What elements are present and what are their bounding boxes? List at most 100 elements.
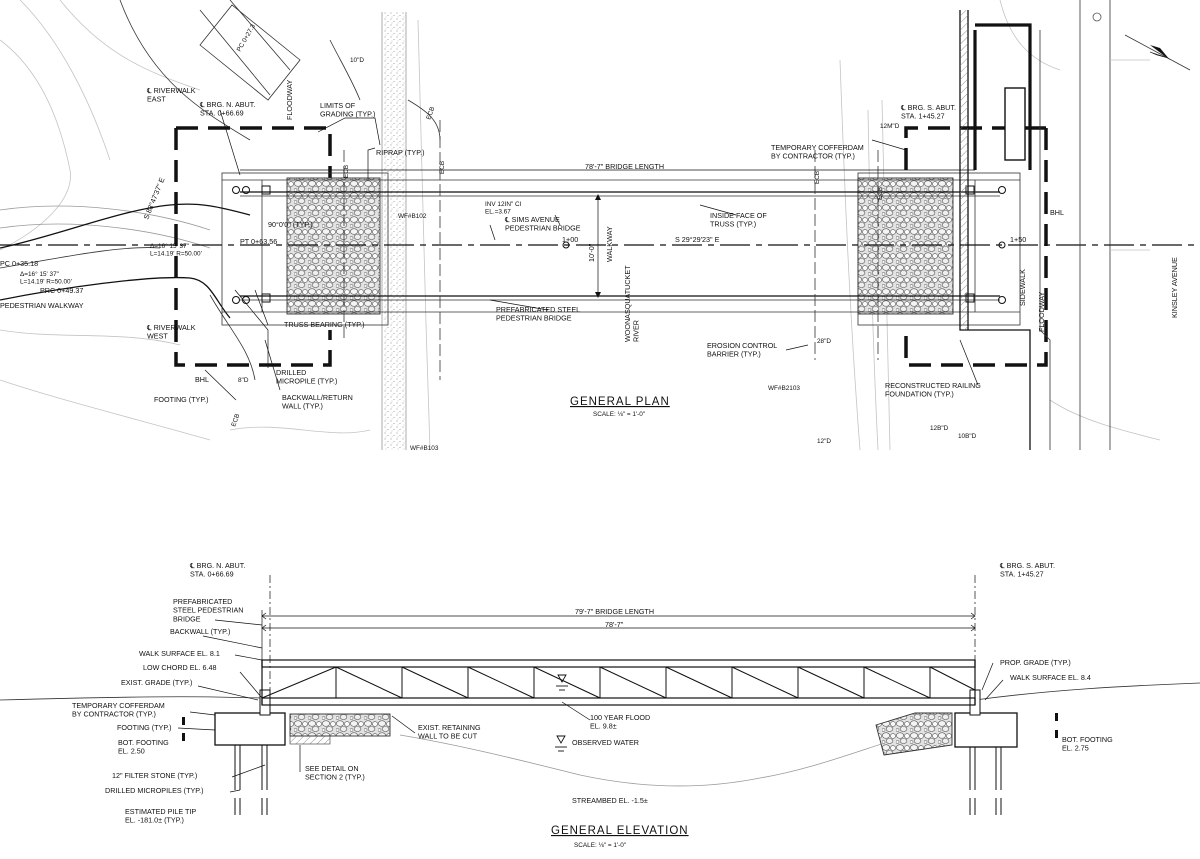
label-floodway-south: FLOODWAY [1037, 291, 1046, 332]
north-riprap-elev [289, 713, 391, 737]
label-s-abut-elev: ℄ BRG. S. ABUT.STA. 1+45.27 [999, 561, 1055, 579]
north-abutment-limits [174, 126, 332, 367]
general-elevation: ℄ BRG. N. ABUT.STA. 0+66.69 ℄ BRG. S. AB… [0, 561, 1200, 849]
label-d12m: 12M"D [880, 123, 900, 130]
label-d12: 12"D [817, 438, 831, 445]
label-n-abut-elev: ℄ BRG. N. ABUT.STA. 0+66.69 [189, 561, 245, 579]
existing-grade [0, 682, 1200, 701]
label-sidewalk: SIDEWALK [1018, 269, 1027, 306]
label-d8: 8"D [238, 377, 249, 384]
label-kinsley: KINSLEY AVENUE [1170, 257, 1179, 318]
label-ecb-1: ECB [343, 165, 350, 178]
label-walk-s: WALK SURFACE EL. 8.4 [1010, 673, 1091, 682]
south-riprap-elev [875, 712, 953, 756]
label-walkway-width: 10'-0" [587, 243, 596, 262]
label-footing-elev: FOOTING (TYP.) [117, 723, 172, 732]
label-low-chord: LOW CHORD EL. 6.48 [143, 663, 217, 672]
label-prc: PRC 0+49.37 [40, 286, 83, 295]
label-station-150: 1+50 [1010, 235, 1026, 244]
label-streambed: STREAMBED EL. -1.5± [572, 796, 648, 805]
label-ecb-6: ECB [230, 413, 241, 428]
label-pc: PC 0+35.18 [0, 259, 38, 268]
erosion-control-lines [329, 39, 879, 380]
label-footing-plan: FOOTING (TYP.) [154, 395, 209, 404]
label-s-abut-plan: ℄ BRG. S. ABUT.STA. 1+45.27 [900, 103, 956, 121]
label-angle: 90°0'0" (TYP.) [268, 220, 313, 229]
label-bhl-2: BHL [1050, 208, 1064, 217]
label-walk-n: WALK SURFACE EL. 8.1 [139, 649, 220, 658]
label-ecb-2: ECB [439, 161, 446, 174]
label-prop-grade: PROP. GRADE (TYP.) [1000, 658, 1071, 667]
label-d12b: 12B"D [930, 425, 949, 432]
label-bearing: S 29°29'23" E [675, 235, 720, 244]
label-wf-3: WF#B2103 [768, 385, 800, 392]
south-side-structures [959, 0, 1150, 450]
label-bhl-1: BHL [195, 375, 209, 384]
label-d10b: 10B"D [958, 433, 977, 440]
elevation-dimensions [261, 575, 976, 700]
river-bank-stipple [382, 12, 406, 450]
label-ecb-3: ECB [814, 171, 821, 184]
label-backwall-elev: BACKWALL (TYP.) [170, 627, 230, 636]
south-micropiles [969, 747, 1002, 815]
label-wf-1: WF#B102 [398, 213, 427, 220]
label-observed: OBSERVED WATER [572, 738, 639, 747]
elevation-title: GENERAL ELEVATION [551, 825, 689, 837]
label-line-bearing: S 88°47'37" E [142, 176, 167, 221]
north-abutment-outline [221, 172, 389, 326]
label-bridge-length-plan: 78'-7" BRIDGE LENGTH [585, 162, 664, 171]
north-footing [214, 712, 286, 746]
label-wf-2: WF#B103 [410, 445, 439, 452]
label-river: WOONASQUATUCKETRIVER [623, 265, 641, 342]
elevation-scale: SCALE: ⅛" = 1'-0" [574, 842, 626, 849]
label-truss-bearing: TRUSS BEARING (TYP.) [284, 320, 365, 329]
footing-markers [182, 713, 1058, 741]
plan-title: GENERAL PLAN [570, 396, 670, 408]
bridge-truss-elevation [261, 659, 976, 706]
north-micropiles [234, 745, 268, 815]
label-pt: PT 0+63.56 [240, 237, 277, 246]
water-level-icons [555, 674, 568, 752]
label-n-abut-plan: ℄ BRG. N. ABUT.STA. 0+66.69 [199, 100, 255, 118]
topo-contours [0, 0, 1161, 441]
label-floodway-north: FLOODWAY [285, 79, 294, 120]
elevation-labels: ℄ BRG. N. ABUT.STA. 0+66.69 ℄ BRG. S. AB… [72, 561, 1113, 849]
label-walkway: WALKWAY [605, 226, 614, 262]
label-curve-1: Δ=16° 15' 37"L=14.19' R=50.00' [150, 242, 202, 258]
north-riprap [286, 177, 381, 315]
label-micropiles-elev: DRILLED MICROPILES (TYP.) [105, 786, 204, 795]
streambed [399, 734, 911, 787]
label-span: 78'-7" [605, 620, 624, 629]
parcel-line [199, 4, 301, 101]
bridge-truss-plan [222, 179, 1020, 313]
label-exist-grade: EXIST. GRADE (TYP.) [121, 678, 192, 687]
south-footing [954, 712, 1018, 748]
label-riprap: RIPRAP (TYP.) [376, 148, 424, 157]
label-total-length: 79'-7" BRIDGE LENGTH [575, 607, 654, 616]
label-filter: 12" FILTER STONE (TYP.) [112, 771, 197, 780]
label-d28: 28"D [817, 338, 831, 345]
elevation-leaders [177, 619, 1004, 793]
label-ped-walkway: PEDESTRIAN WALKWAY [0, 301, 84, 310]
